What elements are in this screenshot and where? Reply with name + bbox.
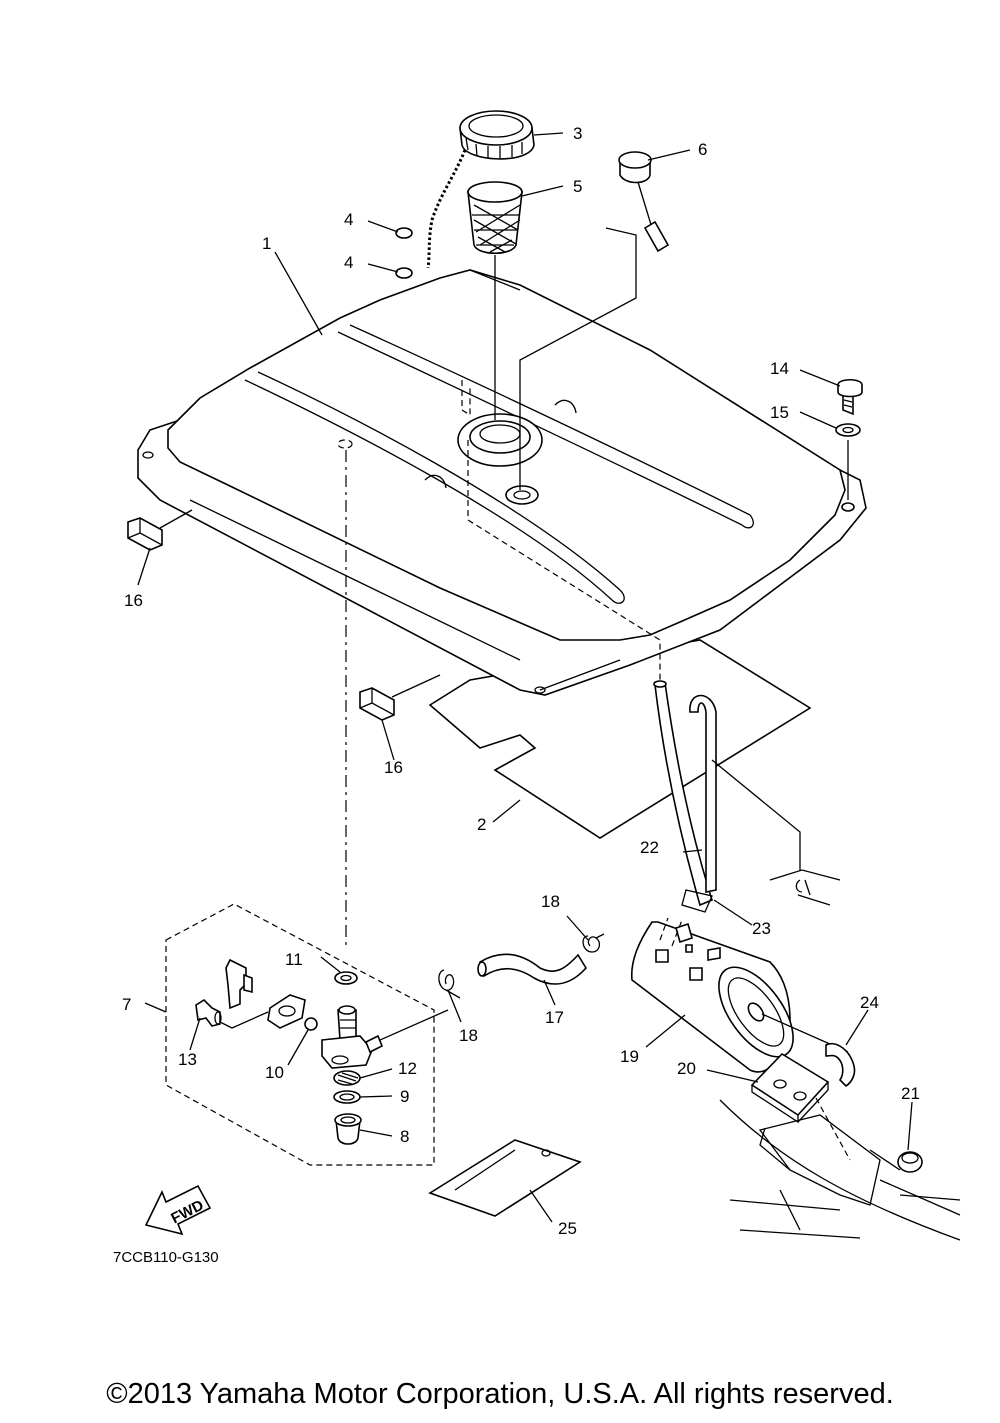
callout-19: 19 [620,1047,639,1066]
callout-3: 3 [573,124,582,143]
part-15-washer [835,423,861,437]
leader-lines [137,132,913,1223]
callout-4-upper: 4 [344,210,353,229]
part-10-o-ring [304,1017,318,1031]
fwd-arrow-icon: FWD [144,1184,212,1236]
part-20-bracket [750,1052,830,1124]
cap-chain [426,149,467,269]
callout-9: 9 [400,1087,409,1106]
callout-13: 13 [178,1050,197,1069]
part-9-gasket [333,1090,361,1104]
fuel-cock-body [321,1005,384,1069]
part-11-seal [334,971,358,985]
part-14-bolt [837,378,863,416]
callout-21: 21 [901,1084,920,1103]
part-13-screw [195,998,222,1027]
callout-11: 11 [285,950,303,969]
callout-8: 8 [400,1127,409,1146]
part-5-strainer [467,181,523,255]
part-17-fuel-hose [477,953,587,985]
callout-labels: 1 2 3 4 4 5 6 7 8 9 10 11 12 13 14 15 16… [122,124,920,1238]
part-25-bag [428,1139,582,1217]
callout-17: 17 [545,1008,564,1027]
callout-16-upper: 16 [124,591,143,610]
gauge-guide-line [519,227,637,490]
part-16-clip-lower [359,687,395,721]
callout-14: 14 [770,359,789,378]
callout-25: 25 [558,1219,577,1238]
callout-20: 20 [677,1059,696,1078]
part-1-fuel-tank [137,269,867,696]
fuel-cock-gasket [267,994,306,1029]
part-6-fuel-gauge [618,151,670,253]
part-3-filler-cap [459,110,535,160]
callout-22: 22 [640,838,659,857]
callout-12: 12 [398,1059,417,1078]
part-19-canister [630,917,794,1073]
vehicle-frame [719,1099,961,1241]
part-22-23-breather-hoses [653,680,717,913]
part-24-hose [825,1043,856,1088]
callout-2: 2 [477,815,486,834]
part-16-clip-upper [127,517,163,551]
diagram-code: 7CCB110-G130 [113,1249,219,1266]
fuel-cock-lever [225,958,253,1010]
callout-10: 10 [265,1063,284,1082]
part-18-clip-right [582,933,605,953]
callout-7: 7 [122,995,131,1014]
callout-6: 6 [698,140,707,159]
callout-4-lower: 4 [344,253,353,272]
callout-23: 23 [752,919,771,938]
part-12-filter [333,1070,361,1086]
callout-16-lower: 16 [384,758,403,777]
part-8-cup [334,1113,362,1145]
callout-1: 1 [262,234,271,253]
callout-15: 15 [770,403,789,422]
copyright-notice: ©2013 Yamaha Motor Corporation, U.S.A. A… [106,1378,894,1410]
part-4-rings [395,227,413,279]
callout-18-left: 18 [459,1026,478,1045]
callout-24: 24 [860,993,879,1012]
part-21-grommet [897,1151,923,1173]
callout-5: 5 [573,177,582,196]
callout-18-right: 18 [541,892,560,911]
